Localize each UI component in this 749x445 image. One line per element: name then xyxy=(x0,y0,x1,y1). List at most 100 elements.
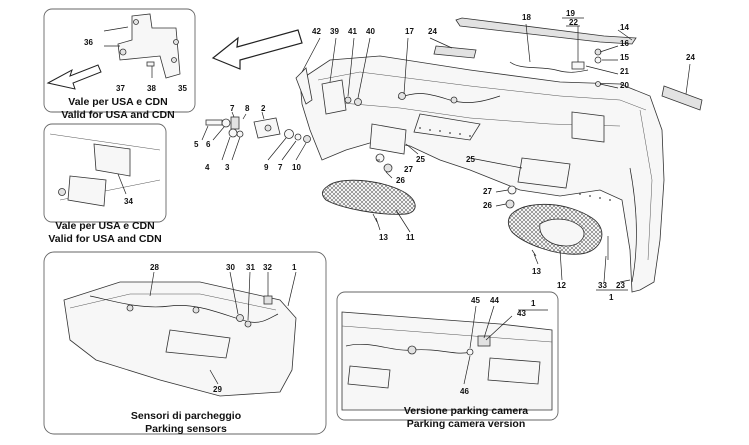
label-33: 33 xyxy=(598,281,607,290)
usa-bracket-plate xyxy=(117,13,181,79)
label-18: 18 xyxy=(522,13,531,22)
label-34: 34 xyxy=(124,197,133,206)
label-41: 41 xyxy=(348,27,357,36)
bolt-row xyxy=(419,127,611,201)
label-4: 4 xyxy=(205,163,210,172)
caption-camera-en: Parking camera version xyxy=(407,418,525,430)
license-plate-upper xyxy=(93,143,131,177)
label-46: 46 xyxy=(460,387,469,396)
sensor-bumper-edge xyxy=(69,293,277,311)
wiring-harness-18 xyxy=(509,61,589,73)
sensor-panel xyxy=(165,329,231,359)
license-plate-lower xyxy=(67,175,107,207)
grille-11 xyxy=(321,179,416,215)
washer-15 xyxy=(594,56,602,64)
label-21: 21 xyxy=(620,67,629,76)
washer-27b xyxy=(507,185,517,195)
label-35: 35 xyxy=(178,84,187,93)
washer-6 xyxy=(221,118,231,128)
sensor-30 xyxy=(236,314,244,322)
clip-20 xyxy=(595,81,601,87)
label-44: 44 xyxy=(490,296,499,305)
trim-strip-14 xyxy=(455,17,637,45)
leader-lines xyxy=(201,111,307,161)
sensor-harness-28 xyxy=(89,295,279,323)
panel-inner xyxy=(413,113,481,141)
label-14: 14 xyxy=(620,23,629,32)
label-39: 39 xyxy=(330,27,339,36)
caption-camera-it: Versione parking camera xyxy=(404,405,528,417)
grille-12-inner xyxy=(539,218,585,247)
bracket-39 xyxy=(321,79,347,115)
camera-panel-right xyxy=(487,357,541,385)
label-26a: 26 xyxy=(396,176,405,185)
label-26b: 26 xyxy=(483,201,492,210)
cable-23 xyxy=(629,167,637,283)
label-28: 28 xyxy=(150,263,159,272)
label-17: 17 xyxy=(405,27,414,36)
camera-connector-44 xyxy=(466,348,474,356)
label-29: 29 xyxy=(213,385,222,394)
label-45: 45 xyxy=(471,296,480,305)
sensor-31 xyxy=(244,320,252,328)
washer-7 xyxy=(294,133,302,141)
camera-bumper-edge xyxy=(341,325,553,343)
bumper-side-line xyxy=(639,109,653,261)
label-11: 11 xyxy=(406,233,415,242)
label-37: 37 xyxy=(116,84,125,93)
bracket-hole xyxy=(133,19,139,25)
label-36: 36 xyxy=(84,38,93,47)
panel-upper-right xyxy=(571,111,605,143)
hardware-group: 5 6 7 8 2 4 3 9 7 10 xyxy=(194,104,311,172)
nut-4 xyxy=(228,128,238,138)
inset-parking-sensors: 28 30 31 32 1 29 Sensori di parcheggio P… xyxy=(43,251,327,435)
camera-bumper-shell xyxy=(341,311,553,411)
sensor-21 xyxy=(571,61,585,70)
inset-usa-plate: 34 Vale per USA e CDN Valid for USA and … xyxy=(43,123,167,245)
label-32: 32 xyxy=(263,263,272,272)
sensor-connector xyxy=(192,306,200,314)
label-27a: 27 xyxy=(404,165,413,174)
label-22: 22 xyxy=(569,18,578,27)
label-13a: 13 xyxy=(379,233,388,242)
label-1c: 1 xyxy=(531,299,536,308)
label-9: 9 xyxy=(264,163,269,172)
label-38: 38 xyxy=(147,84,156,93)
label-19: 19 xyxy=(566,9,575,18)
label-27b: 27 xyxy=(483,187,492,196)
label-16: 16 xyxy=(620,39,629,48)
nut-26 xyxy=(383,163,393,173)
screw-38 xyxy=(146,61,155,67)
main-leader-lines xyxy=(301,23,691,283)
reflector-24-left xyxy=(433,45,477,59)
caption-usa2-it: Vale per USA e CDN xyxy=(55,220,154,232)
nut-41 xyxy=(344,96,352,104)
direction-arrow-icon xyxy=(46,64,102,90)
wiring-harness-17 xyxy=(397,93,501,103)
front-arrow-icon xyxy=(211,29,303,70)
sensor-connector xyxy=(126,304,134,312)
connector xyxy=(398,92,406,100)
nut-9 xyxy=(284,129,294,139)
caption-sensors-it: Sensori di parcheggio xyxy=(131,410,241,422)
label-7b: 7 xyxy=(278,163,283,172)
caption-usa-en: Valid for USA and CDN xyxy=(61,109,174,121)
bracket-line-19-22 xyxy=(562,17,584,27)
inset-usa-plate-frame xyxy=(43,123,167,223)
caption-sensors-en: Parking sensors xyxy=(145,423,227,435)
nut-10 xyxy=(303,135,311,143)
nut-40 xyxy=(354,98,362,106)
label-1b: 1 xyxy=(292,263,297,272)
bracket-hole xyxy=(171,57,177,63)
label-20: 20 xyxy=(620,81,629,90)
panel-25-left xyxy=(369,123,407,155)
leader-34 xyxy=(117,173,127,195)
inset-parking-camera: 45 44 1 43 46 Versione parking camera Pa… xyxy=(336,291,559,430)
reflector-24-right xyxy=(661,85,703,111)
washer-27 xyxy=(375,153,385,163)
label-25b: 25 xyxy=(466,155,475,164)
label-23: 23 xyxy=(616,281,625,290)
bracket-hole xyxy=(173,39,179,45)
spacer-7 xyxy=(230,116,240,130)
